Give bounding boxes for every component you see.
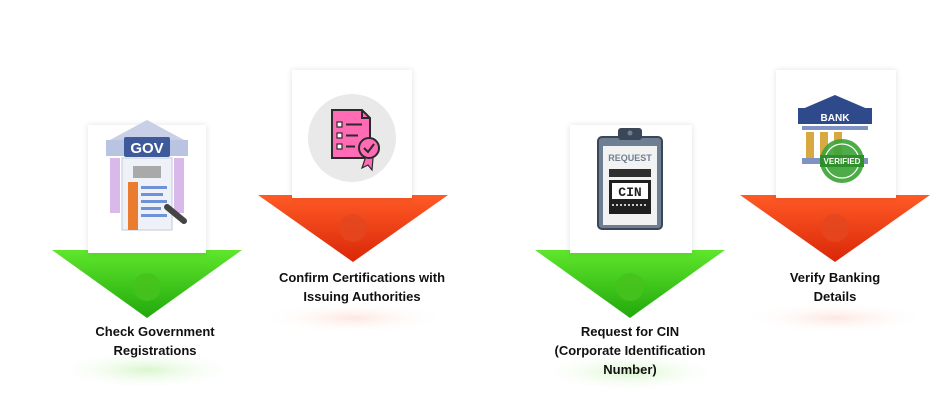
- step-1-dot: [133, 273, 161, 301]
- step-4-dot: [821, 214, 849, 242]
- svg-text:REQUEST: REQUEST: [608, 153, 652, 163]
- svg-text:CIN: CIN: [618, 185, 641, 200]
- step-4-label: Verify Banking Details: [789, 270, 881, 304]
- step-2-arrow: [258, 195, 448, 262]
- step-2-card: [292, 70, 412, 198]
- step-2-dot: [339, 214, 367, 242]
- step-1-card: [88, 125, 206, 253]
- step-2-label: Confirm Certifications with Issuing Auth…: [278, 270, 446, 304]
- step-3-label: Request for CIN (Corporate Identificatio…: [554, 324, 706, 377]
- step-4-arrow: [740, 195, 930, 262]
- step-1-arrow: [52, 250, 242, 318]
- svg-text:GOV: GOV: [130, 140, 163, 157]
- step-4-card: [776, 70, 896, 198]
- step-3-dot: [616, 273, 644, 301]
- step-3-card: [570, 125, 692, 253]
- svg-text:VERIFIED: VERIFIED: [824, 157, 861, 166]
- step-1-label: Check Government Registrations: [95, 324, 215, 358]
- step-3-arrow: [535, 250, 725, 318]
- svg-text:BANK: BANK: [821, 113, 851, 124]
